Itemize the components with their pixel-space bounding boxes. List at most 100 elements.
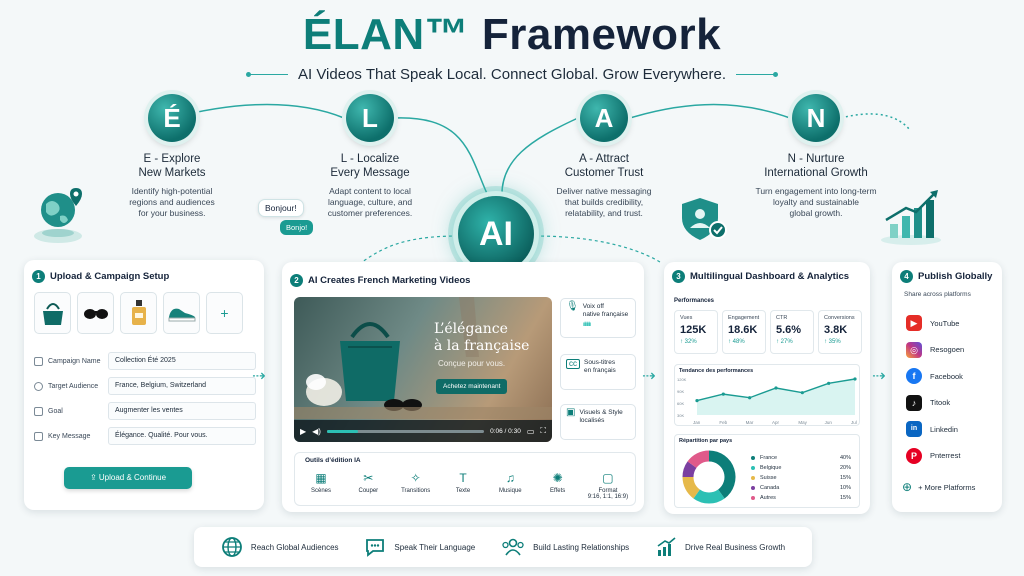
stage-title-line1: L - Localize <box>340 153 400 165</box>
trend-point <box>721 392 725 396</box>
trend-ytick: 60K <box>677 401 684 406</box>
growth-chart-icon <box>881 190 941 245</box>
tiktok-icon: ♪ <box>906 394 922 411</box>
product-handbag[interactable] <box>34 292 71 334</box>
youtube-icon: ▶ <box>906 315 922 332</box>
kpi-value: 18.6K <box>728 324 758 336</box>
stage-desc-line: loyalty and sustainable <box>772 197 859 207</box>
tool-scenes[interactable]: ▦Scènes <box>299 471 343 500</box>
benefit-reach: Reach Global Audiences <box>221 536 339 558</box>
field-goal: Goal Augmenter les ventes <box>34 400 256 422</box>
tool-label: Musique <box>498 488 522 494</box>
country-label: Répartition par pays <box>679 438 733 444</box>
tool-label-sub: 9:16, 1:1, 16:9) <box>587 494 629 500</box>
stage-localize: L L - Localize Every Message Adapt conte… <box>290 94 450 219</box>
video-cta-button[interactable]: Achetez maintenant <box>436 379 508 394</box>
panel-title: 3 Multilingual Dashboard & Analytics <box>672 270 849 283</box>
tool-effects[interactable]: ✺Effets <box>536 471 580 500</box>
waveform-icon: ıılıılıılıı <box>582 321 592 328</box>
product-perfume[interactable] <box>120 292 157 334</box>
key-message-input[interactable]: Élégance. Qualité. Pour vous. <box>108 427 256 445</box>
campaign-name-input[interactable]: Collection Été 2025 <box>108 352 256 370</box>
trend-point <box>827 381 831 385</box>
benefit-label: Build Lasting Relationships <box>533 542 630 552</box>
captions-toggle-icon[interactable]: ▭ <box>526 426 535 436</box>
video-time: 0:06 / 0:30 <box>490 427 521 435</box>
play-icon[interactable]: ▶ <box>300 426 307 436</box>
goal-input[interactable]: Augmenter les ventes <box>108 402 256 420</box>
panel-upload-setup: 1 Upload & Campaign Setup + Campaign Nam… <box>24 260 264 510</box>
add-product-button[interactable]: + <box>206 292 243 334</box>
trend-label: Tendance des performances <box>679 368 754 374</box>
kpi-label: Conversions <box>824 315 855 321</box>
tool-cut[interactable]: ✂Couper <box>346 471 390 500</box>
video-preview[interactable]: L’élégance à la française Conçue pour vo… <box>294 297 552 442</box>
facebook-icon: f <box>906 368 922 385</box>
target-audience-input[interactable]: France, Belgium, Switzerland <box>108 377 256 395</box>
tool-label: Effets <box>550 488 566 494</box>
feature-line2: native française <box>582 311 629 318</box>
platform-instagram[interactable]: ◎Resogoen <box>906 337 996 364</box>
captions-icon: cc <box>566 359 580 369</box>
country-name: Suisse <box>760 475 777 481</box>
more-platforms-link[interactable]: ⊕ + More Platforms <box>902 480 975 494</box>
video-progress[interactable] <box>326 429 485 433</box>
stage-desc-line: customer preferences. <box>327 208 413 218</box>
ai-core: AI <box>458 196 534 272</box>
tool-label: Format <box>598 488 618 494</box>
upload-icon: ⇪ <box>89 473 99 482</box>
step-number: 1 <box>32 270 45 283</box>
panel-title-text: AI Creates French Marketing Videos <box>308 275 471 286</box>
donut-slice <box>708 450 736 499</box>
product-sunglasses[interactable] <box>77 292 114 334</box>
volume-icon[interactable]: ◀) <box>312 426 321 436</box>
stage-letter: É <box>148 94 196 142</box>
feature-visuals[interactable]: ▣ Visuels & Style localisés <box>560 404 636 440</box>
video-controls: ▶ ◀) 0:06 / 0:30 ▭ ⛶ <box>294 420 552 442</box>
flow-arrow-icon: ⇢ <box>872 368 886 385</box>
field-campaign-name: Campaign Name Collection Été 2025 <box>34 350 256 372</box>
country-pct: 40% <box>839 455 851 461</box>
tool-music[interactable]: ♫Musique <box>488 471 532 500</box>
country-pct: 15% <box>839 495 851 501</box>
kpi-change: ↑ 32% <box>680 339 697 345</box>
feature-voiceover[interactable]: 🎙 Voix off native française ıılıılıılıı <box>560 298 636 338</box>
sunglasses-icon <box>83 309 108 319</box>
trend-point <box>774 386 778 390</box>
benefit-label: Reach Global Audiences <box>250 542 339 552</box>
platform-name: Pnterrest <box>930 451 961 461</box>
trend-area <box>697 379 855 415</box>
product-sneaker[interactable] <box>163 292 200 334</box>
stage-title: A - Attract Customer Trust <box>524 152 684 180</box>
globe-icon <box>34 188 82 243</box>
field-label: Goal <box>34 406 102 416</box>
image-icon: ▣ <box>566 407 576 418</box>
platform-youtube[interactable]: ▶YouTube <box>906 310 996 337</box>
step-number: 3 <box>672 270 685 283</box>
benefit-growth: Drive Real Business Growth <box>655 536 785 558</box>
feature-text: Sous-titres en français <box>584 359 616 385</box>
trend-month: Jan <box>693 420 701 425</box>
stage-nurture: N N - Nurture International Growth Turn … <box>736 94 896 219</box>
format-icon: ▢ <box>602 471 614 485</box>
kpi-label: Engagement <box>728 315 760 321</box>
upload-continue-button[interactable]: ⇪ Upload & Continue <box>64 467 192 489</box>
stage-letter: A <box>580 94 628 142</box>
tool-transitions[interactable]: ✧Transitions <box>394 471 438 500</box>
benefit-relationships: Build Lasting Relationships <box>501 536 629 558</box>
platform-tiktok[interactable]: ♪Titook <box>906 390 996 417</box>
fullscreen-icon[interactable]: ⛶ <box>540 426 546 435</box>
transitions-icon: ✧ <box>410 471 421 485</box>
publish-subtitle: Share across platforms <box>904 291 971 298</box>
globe-small-icon: ⊕ <box>902 480 913 494</box>
instagram-icon: ◎ <box>906 341 922 358</box>
feature-subtitles[interactable]: cc Sous-titres en français <box>560 354 636 390</box>
